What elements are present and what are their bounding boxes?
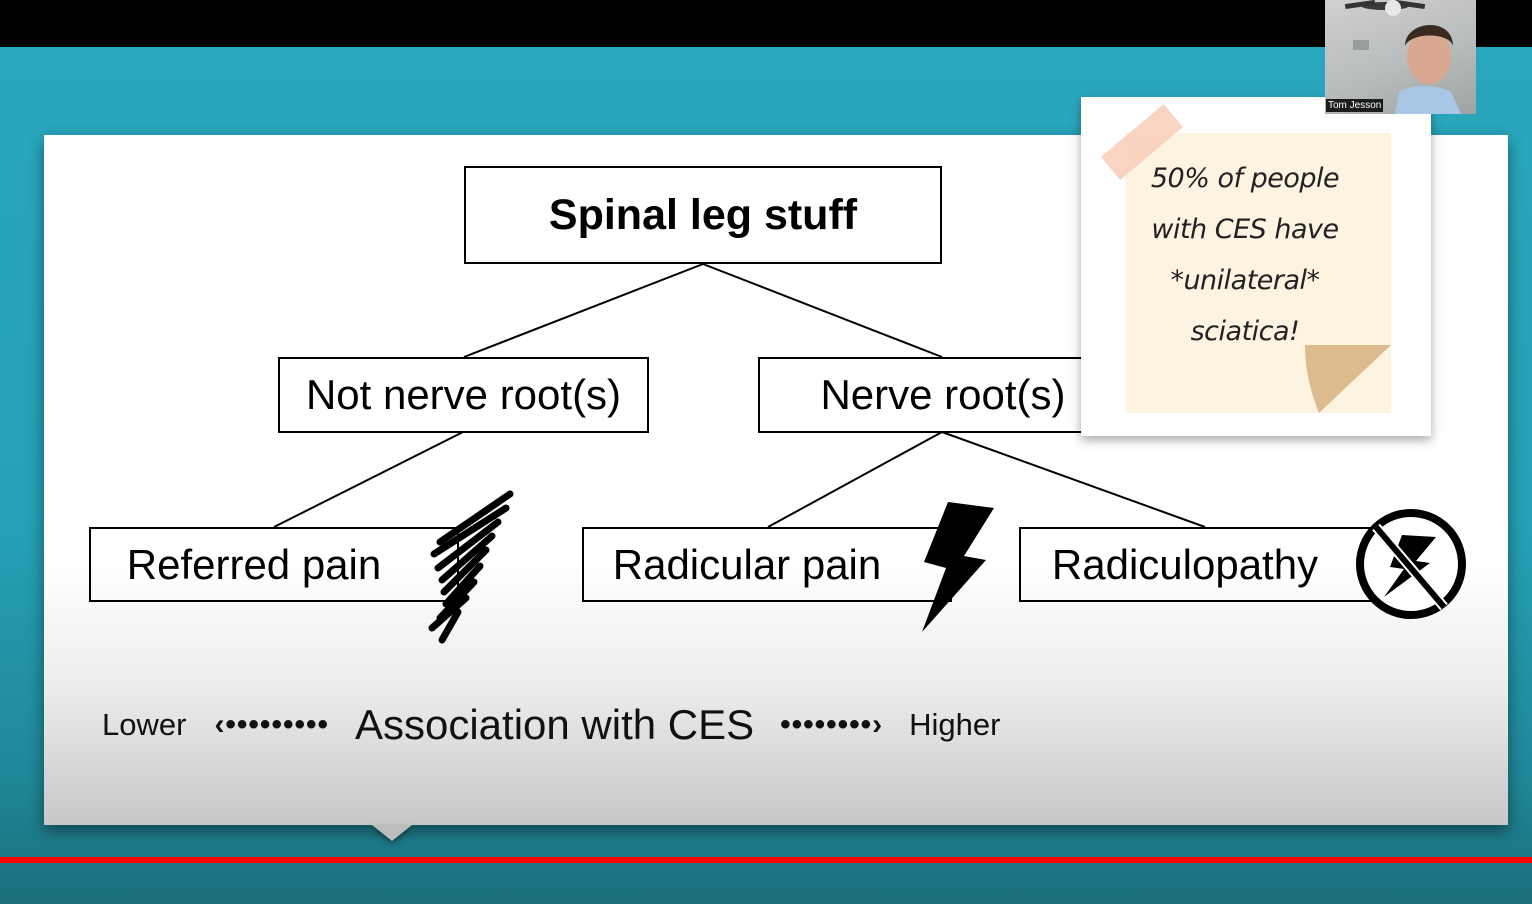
left-dotted-arrow-icon: ‹••••••••• <box>214 708 329 741</box>
right-dotted-arrow-icon: ••••••••› <box>780 708 884 741</box>
sticky-note-card: 50% of people with CES have *unilateral*… <box>1081 97 1431 436</box>
node-referred-pain: Referred pain <box>89 527 459 602</box>
axis-lower-label: Lower <box>102 707 187 742</box>
node-radiculopathy-label: Radiculopathy <box>1051 540 1319 588</box>
node-referred-pain-label: Referred pain <box>126 540 382 588</box>
axis-row: Lower ‹••••••••• Association with CES ••… <box>102 695 1000 755</box>
scribble-icon <box>428 490 514 644</box>
sticky-line: sciatica! <box>1190 316 1300 347</box>
webcam-thumbnail[interactable]: Tom Jesson <box>1325 0 1476 114</box>
no-lightning-icon <box>1356 509 1466 619</box>
video-progress-bar[interactable] <box>0 857 1532 863</box>
lightning-bolt-icon <box>922 502 994 632</box>
sticky-note-text: 50% of people with CES have *unilateral*… <box>1125 153 1365 357</box>
webcam-video <box>1344 0 1461 114</box>
node-radicular-pain-label: Radicular pain <box>612 540 882 588</box>
axis-center-label: Association with CES <box>354 701 755 748</box>
axis-higher-label: Higher <box>909 707 1001 742</box>
slide-notch <box>372 825 412 841</box>
page-curl-icon <box>1305 345 1391 413</box>
sticky-line: with CES have <box>1151 214 1339 245</box>
node-root: Spinal leg stuff <box>464 166 942 264</box>
top-black-bar <box>0 0 1532 47</box>
participant-name-label: Tom Jesson <box>1326 99 1384 112</box>
node-radicular-pain: Radicular pain <box>582 527 952 602</box>
node-radiculopathy: Radiculopathy <box>1019 527 1391 602</box>
sticky-line: *unilateral* <box>1170 265 1320 296</box>
sticky-line: 50% of people <box>1150 163 1340 194</box>
video-progress-fill <box>0 857 1532 863</box>
node-nerve-roots: Nerve root(s) <box>758 357 1128 433</box>
node-not-nerve-roots: Not nerve root(s) <box>278 357 649 433</box>
